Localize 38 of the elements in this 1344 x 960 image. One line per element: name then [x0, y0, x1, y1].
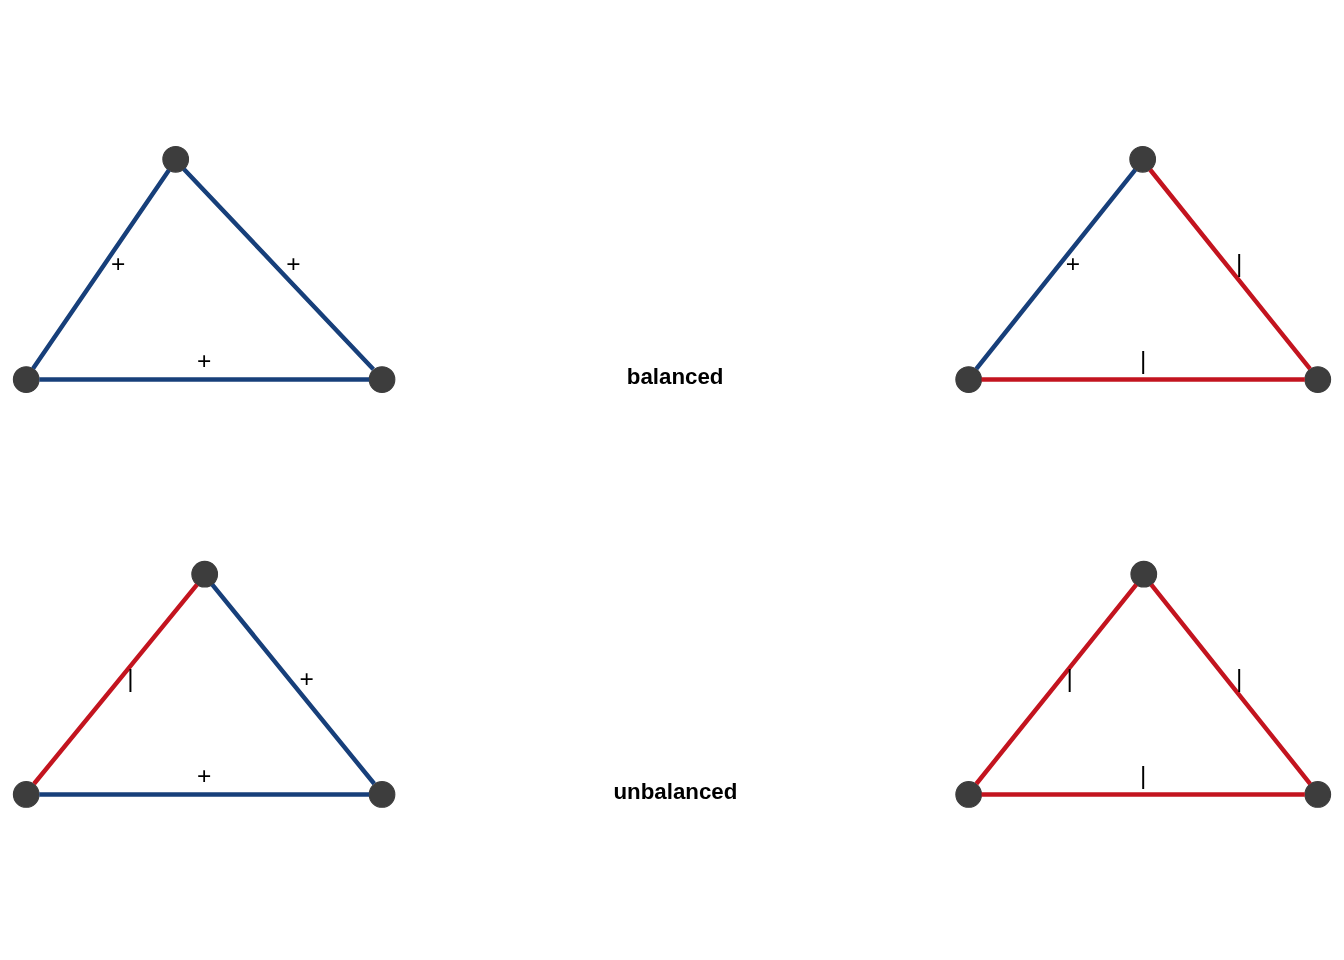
edge-label: | — [127, 664, 134, 692]
node-circle — [1129, 145, 1157, 173]
node-circle — [1304, 365, 1332, 393]
connector — [31, 168, 171, 370]
edge-label: + — [1065, 249, 1081, 277]
node-circle — [1304, 780, 1332, 808]
edge-label: + — [196, 761, 212, 789]
connector — [981, 376, 1305, 382]
edge-label: + — [111, 249, 126, 277]
node-circle — [955, 365, 983, 393]
node-circle — [1130, 560, 1158, 588]
edge-label: + — [299, 664, 314, 692]
node-circle — [191, 560, 219, 588]
edge-label: + — [196, 346, 212, 374]
edge-label: + — [286, 249, 301, 277]
connector — [1148, 167, 1312, 370]
label: unbalanced — [613, 778, 738, 804]
edge-label: | — [1235, 249, 1243, 277]
node-circle — [368, 780, 396, 808]
label: balanced — [626, 363, 724, 389]
connector — [32, 582, 199, 785]
edge-label: | — [1140, 346, 1147, 374]
connector — [210, 582, 376, 785]
connector — [39, 791, 370, 797]
connector — [39, 376, 370, 382]
node-circle — [12, 780, 40, 808]
node-circle — [162, 145, 190, 173]
connector — [1149, 582, 1312, 785]
node-circle — [955, 780, 983, 808]
connector — [974, 582, 1138, 785]
edge-label: | — [1066, 664, 1073, 692]
edge-label: | — [1140, 761, 1147, 789]
connector — [981, 791, 1305, 797]
node-circle — [12, 365, 40, 393]
node-circle — [368, 365, 396, 393]
edge-label: | — [1235, 664, 1243, 692]
connector — [182, 167, 375, 371]
connector — [974, 167, 1137, 370]
